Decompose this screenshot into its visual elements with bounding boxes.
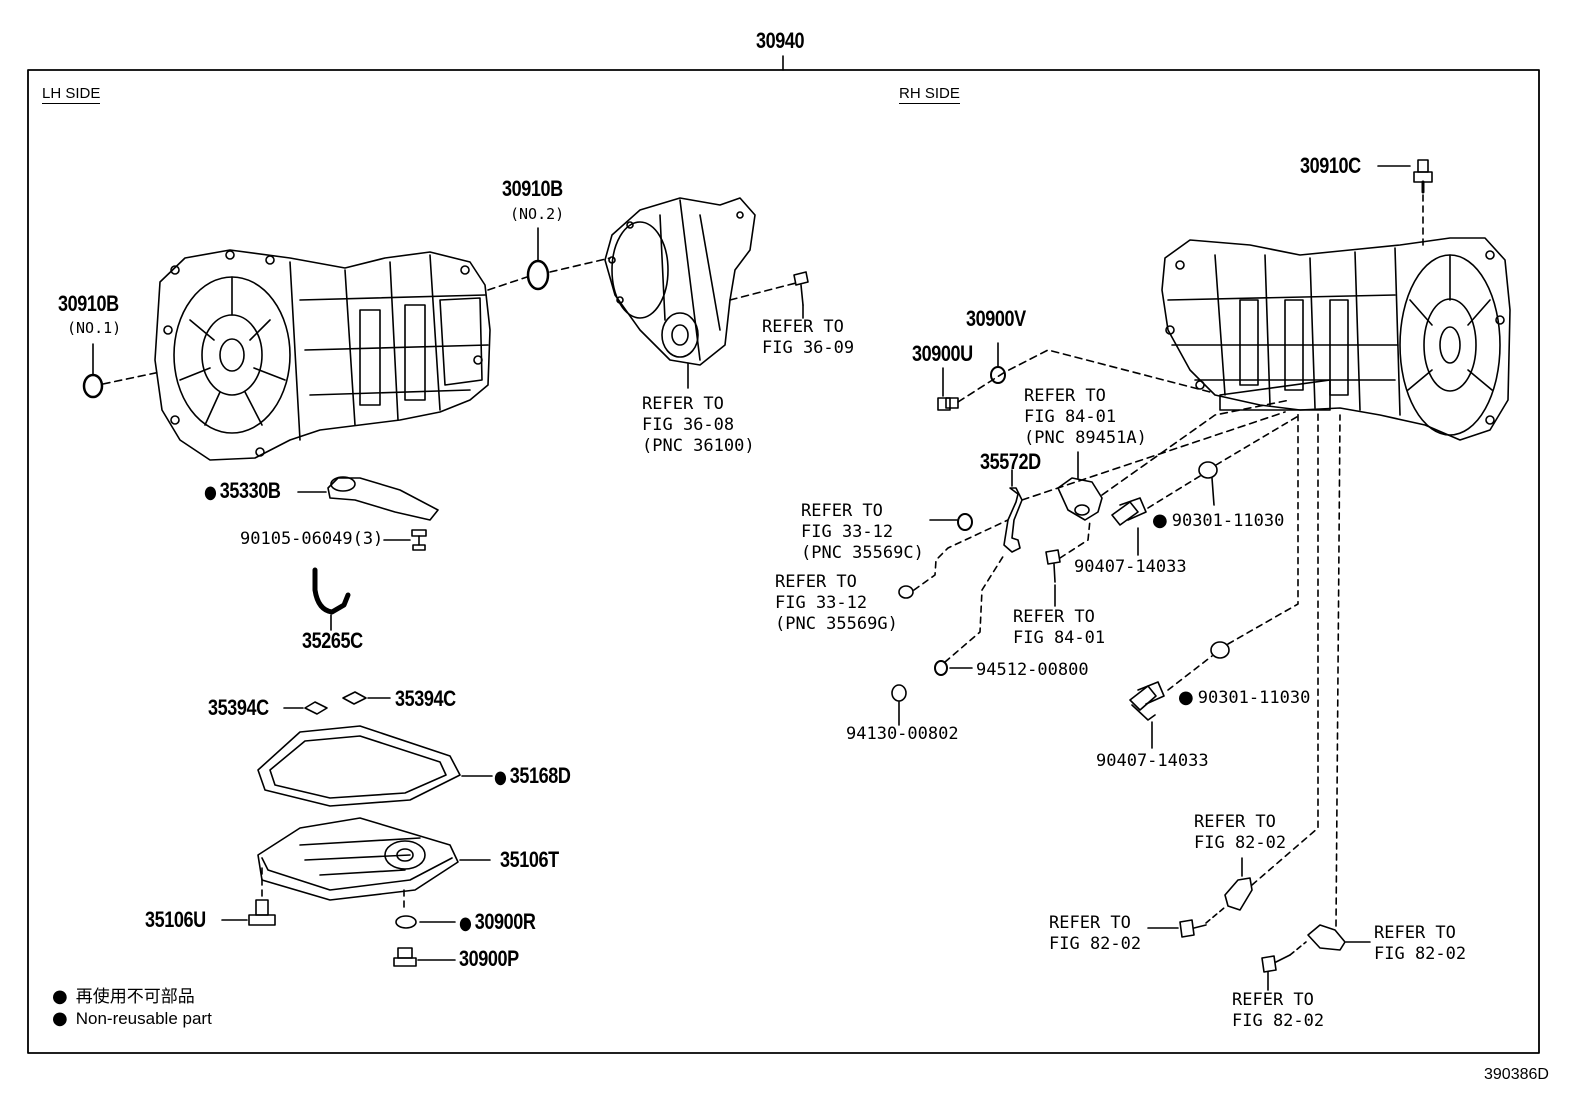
gasket-30900r xyxy=(395,915,417,929)
part-30900r: 30900R xyxy=(459,911,536,934)
tube-35265c xyxy=(312,567,351,615)
legend-japanese: ● 再使用不可部品 xyxy=(52,982,195,1007)
legend-bullet-icon: ● xyxy=(52,1008,68,1029)
rh-side-label: RH SIDE xyxy=(899,85,960,104)
bracket-ref-82-02-a xyxy=(1224,877,1253,911)
bolt-ref-84-01 xyxy=(1045,549,1061,583)
bolt-ref-82-02-d xyxy=(1261,954,1291,973)
nut-94130 xyxy=(891,684,907,702)
legend-bullet-icon: ● xyxy=(52,986,68,1007)
ref-fig-82-02-a: REFER TO FIG 82-02 xyxy=(1194,812,1287,853)
part-30910b-no2: 30910B xyxy=(502,176,563,201)
bolt-ref-82-02-b xyxy=(1179,919,1207,938)
part-35168d: 35168D xyxy=(494,765,571,788)
transfer-adapter-drawing xyxy=(604,197,756,366)
part-30910c: 30910C xyxy=(1300,153,1361,178)
gasket-30900v xyxy=(990,366,1006,384)
seal-ref-33-12-g xyxy=(898,585,914,599)
part-94512-00800: 94512-00800 xyxy=(976,660,1089,680)
seal-30910b-no2 xyxy=(526,259,550,291)
o-ring-90301-lower xyxy=(1210,641,1230,659)
bolt-35106u xyxy=(248,899,276,926)
part-35394c-left: 35394C xyxy=(208,695,269,720)
legend-en-text: Non-reusable part xyxy=(75,1009,212,1028)
sensor-ref-84-01 xyxy=(1057,477,1103,521)
ref-fig-82-02-d: REFER TO FIG 82-02 xyxy=(1232,990,1325,1031)
ref-fig-84-01: REFER TO FIG 84-01 xyxy=(1013,607,1106,648)
lh-side-label: LH SIDE xyxy=(42,85,101,104)
part-90407-14033-upper: 90407-14033 xyxy=(1074,557,1187,577)
legend-english: ● Non-reusable part xyxy=(52,1008,212,1029)
part-90105-06049: 90105-06049(3) xyxy=(240,529,384,549)
part-30900v: 30900V xyxy=(966,306,1026,331)
washer-94512 xyxy=(934,660,948,676)
legend-jp-text: 再使用不可部品 xyxy=(75,987,195,1007)
ref-fig-33-12-g: REFER TO FIG 33-12 (PNC 35569G) xyxy=(775,572,898,634)
part-35106u: 35106U xyxy=(145,907,206,932)
part-30900p: 30900P xyxy=(459,946,519,971)
breather-30910c xyxy=(1413,159,1433,194)
part-90301-11030-lower: 90301-11030 xyxy=(1178,687,1311,709)
ref-fig-33-12-c: REFER TO FIG 33-12 (PNC 35569C) xyxy=(801,501,924,563)
part-30910b-no1-sub: (NO.1) xyxy=(67,319,122,337)
part-35572d: 35572D xyxy=(980,449,1041,474)
ref-fig-82-02-c: REFER TO FIG 82-02 xyxy=(1374,923,1467,964)
plug-90407-upper xyxy=(1111,497,1147,526)
part-94130-00802: 94130-00802 xyxy=(846,724,959,744)
part-90407-14033-lower: 90407-14033 xyxy=(1096,751,1209,771)
ref-fig-84-01-pnc: REFER TO FIG 84-01 (PNC 89451A) xyxy=(1024,386,1147,448)
strainer-35330b xyxy=(327,476,439,521)
oil-pan-35106t xyxy=(257,817,459,901)
part-35330b: 35330B xyxy=(204,480,281,503)
part-35106t: 35106T xyxy=(500,847,559,872)
bolt-ref-36-09 xyxy=(793,271,809,306)
part-30910b-no1: 30910B xyxy=(58,291,119,316)
rh-transmission-drawing xyxy=(1161,237,1511,441)
ref-fig-36-08: REFER TO FIG 36-08 (PNC 36100) xyxy=(642,394,755,456)
part-35394c-right: 35394C xyxy=(395,686,456,711)
part-30910b-no2-sub: (NO.2) xyxy=(510,205,565,223)
o-ring-90301-upper xyxy=(1198,461,1218,479)
plug-30900u xyxy=(937,397,959,411)
plug-30900p xyxy=(393,947,417,967)
seal-ref-33-12-c xyxy=(957,513,973,531)
magnet-35394c-left xyxy=(304,701,328,715)
part-90301-11030-upper: 90301-11030 xyxy=(1152,510,1285,532)
drawing-id: 390386D xyxy=(1484,1066,1549,1083)
magnet-35394c-right xyxy=(342,691,367,705)
ref-fig-36-09: REFER TO FIG 36-09 xyxy=(762,317,855,358)
seal-30910b-no1 xyxy=(82,373,104,399)
part-35265c: 35265C xyxy=(302,628,363,653)
part-number-30940: 30940 xyxy=(756,28,805,53)
part-30900u: 30900U xyxy=(912,341,973,366)
plug-90407-lower xyxy=(1129,681,1165,721)
gasket-35168d xyxy=(257,725,461,807)
bolt-90105 xyxy=(411,529,427,551)
diagram-frame xyxy=(27,69,1540,1054)
ref-fig-82-02-b: REFER TO FIG 82-02 xyxy=(1049,913,1142,954)
bracket-ref-82-02-c xyxy=(1307,924,1346,951)
lh-transmission-drawing xyxy=(154,249,491,461)
